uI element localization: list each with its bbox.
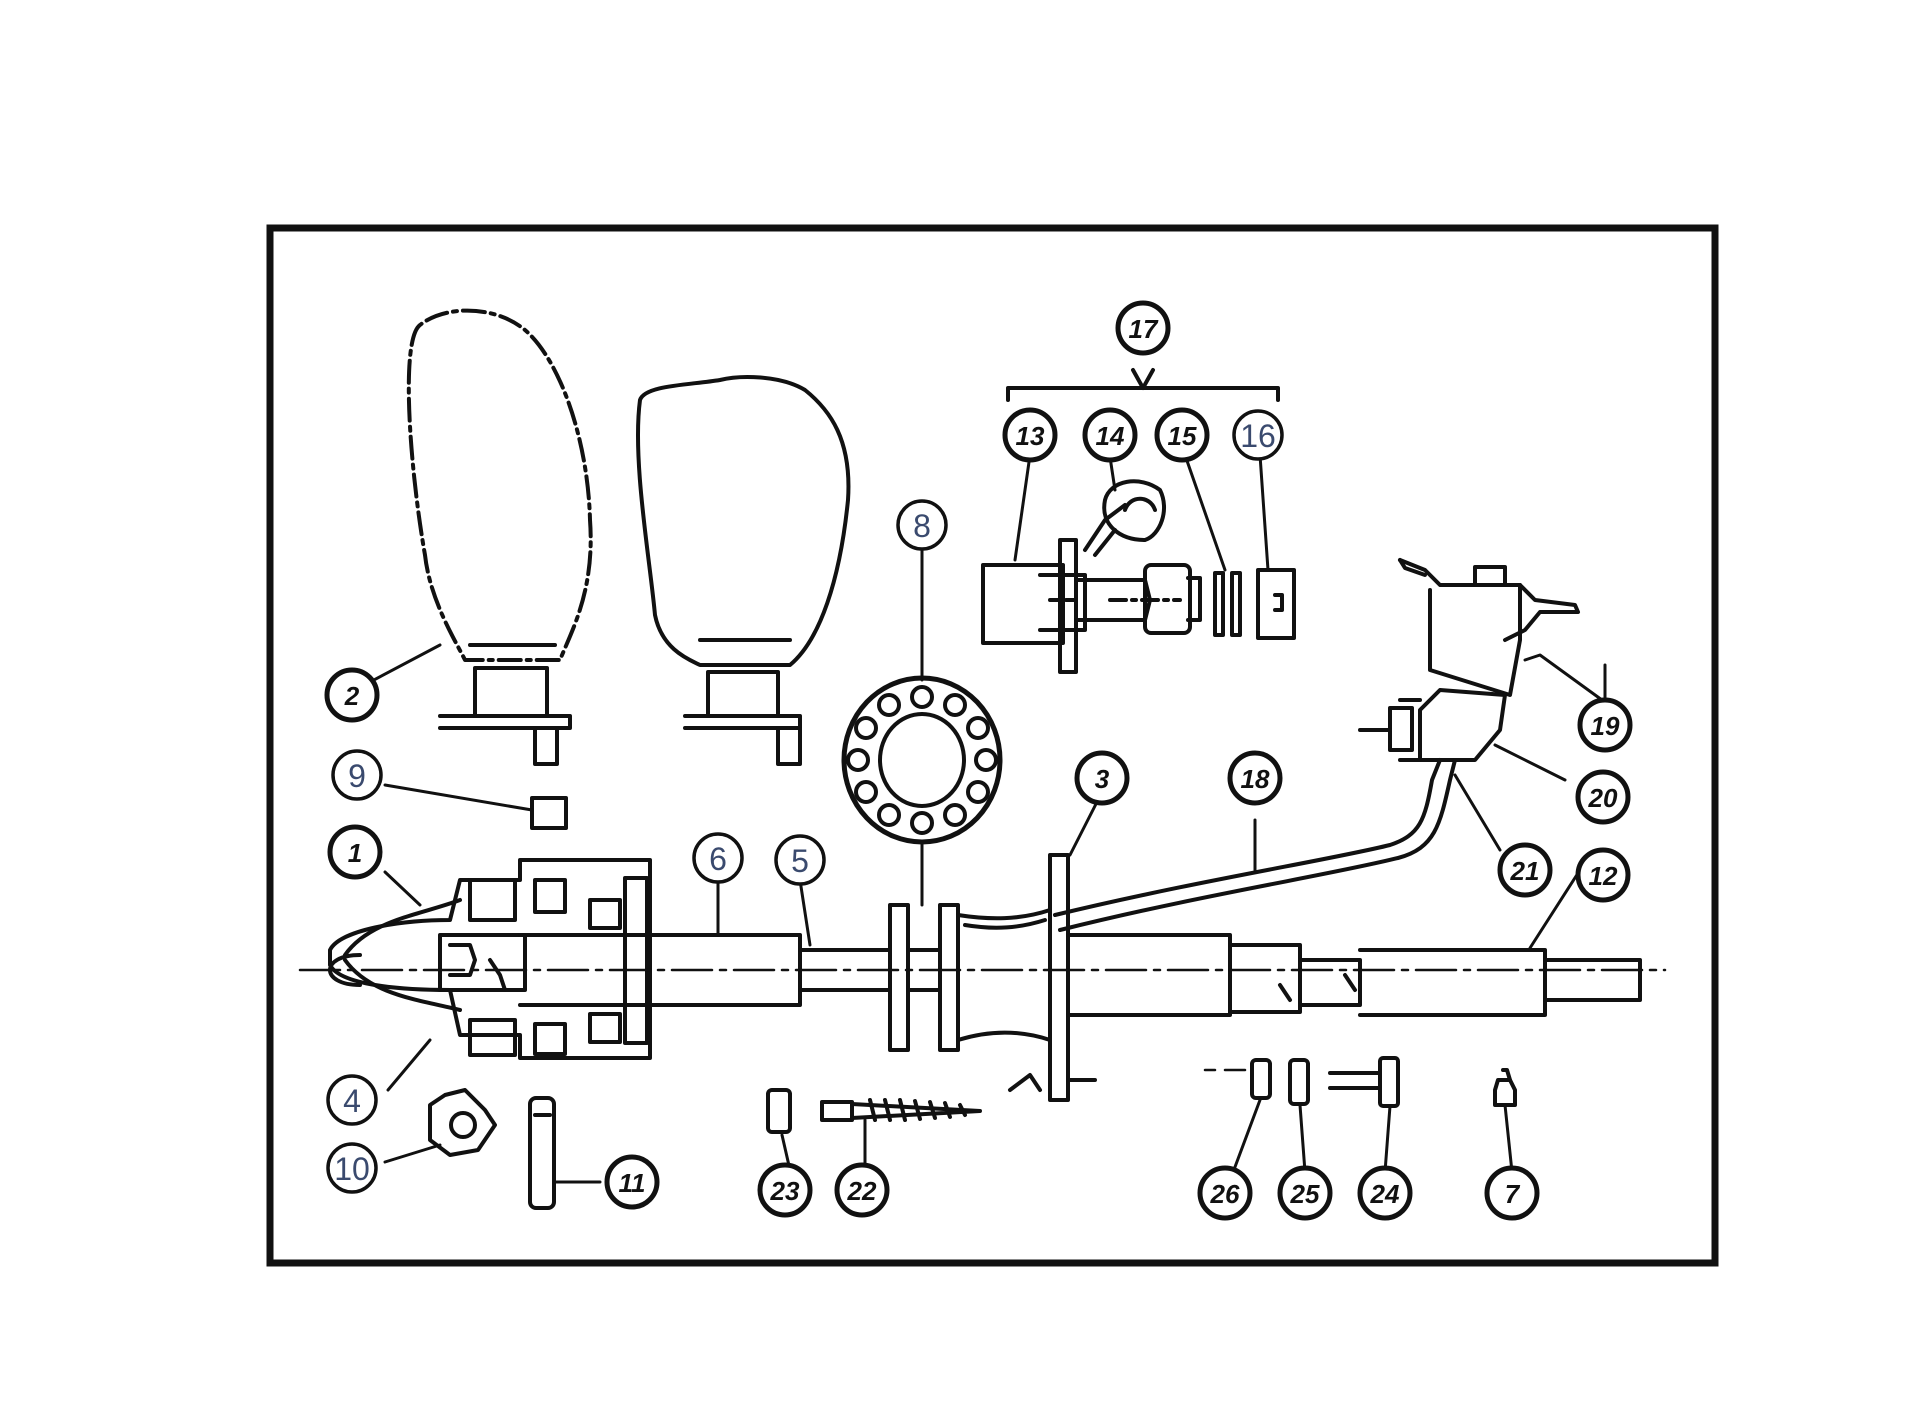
callout-5: 5 (774, 834, 826, 886)
callout-number: 23 (770, 1176, 800, 1206)
callout-circle (324, 667, 380, 723)
callout-number: 13 (1016, 421, 1045, 451)
callout-1: 1 (327, 824, 383, 880)
callout-number: 16 (1240, 418, 1276, 454)
part-24-26-bolt-set (1203, 1056, 1400, 1108)
callout-number: 25 (1290, 1179, 1320, 1209)
part-5-6-shaft (328, 853, 1642, 1102)
callout-number: 3 (1095, 764, 1110, 794)
callout-number: 1 (348, 838, 362, 868)
callout-circle (1227, 750, 1283, 806)
part-11-pin (528, 1096, 556, 1210)
callout-circle (1484, 1165, 1540, 1221)
part-7-nipple (1493, 1068, 1517, 1107)
callout-13: 13 (1002, 407, 1058, 463)
callout-22: 22 (834, 1162, 890, 1218)
callout-25: 25 (1277, 1165, 1333, 1221)
callout-circle (757, 1162, 813, 1218)
callout-number: 9 (348, 758, 366, 794)
callout-circle (692, 832, 744, 884)
callout-circle (1357, 1165, 1413, 1221)
callout-23: 23 (757, 1162, 813, 1218)
callout-7: 7 (1484, 1165, 1540, 1221)
callout-circle (1497, 842, 1553, 898)
callout-number: 19 (1591, 711, 1620, 741)
part-18-cable (1053, 758, 1442, 917)
callout-20: 20 (1575, 769, 1631, 825)
callout-number: 20 (1588, 783, 1618, 813)
callout-number: 17 (1129, 314, 1159, 344)
part-23-bushing (766, 1088, 792, 1134)
callout-number: 14 (1096, 421, 1125, 451)
callout-circle (896, 499, 948, 551)
part-17-bracket (1006, 368, 1280, 402)
callout-circle (326, 1142, 378, 1194)
callout-circle (774, 834, 826, 886)
callout-circle (1575, 847, 1631, 903)
callout-number: 24 (1370, 1179, 1400, 1209)
callout-number: 4 (343, 1083, 361, 1119)
callout-11: 11 (604, 1154, 660, 1210)
callout-14: 14 (1082, 407, 1138, 463)
callout-9: 9 (331, 749, 383, 801)
callout-18: 18 (1227, 750, 1283, 806)
callout-19: 19 (1577, 697, 1633, 753)
part-13-16-switch-assembly (981, 479, 1296, 674)
part-19-21-housing (1358, 558, 1580, 762)
callout-number: 2 (344, 681, 360, 711)
callout-circle (1154, 407, 1210, 463)
callout-number: 8 (913, 508, 931, 544)
part-1-housing (328, 858, 652, 1060)
callout-circle (1277, 1165, 1333, 1221)
callout-number: 7 (1505, 1179, 1521, 1209)
callout-circle (1115, 300, 1171, 356)
callout-16: 16 (1232, 409, 1284, 461)
callout-12: 12 (1575, 847, 1631, 903)
callout-circle (1197, 1165, 1253, 1221)
leader-lines (353, 453, 1607, 1184)
part-8-bearing (841, 675, 1003, 845)
callout-3: 3 (1074, 750, 1130, 806)
callout-circle (326, 1074, 378, 1126)
callout-circle (1074, 750, 1130, 806)
callout-number: 18 (1241, 764, 1270, 794)
callout-circle (1002, 407, 1058, 463)
callout-26: 26 (1197, 1165, 1253, 1221)
part-knob-solid (636, 375, 851, 766)
callout-17: 17 (1115, 300, 1171, 356)
callout-24: 24 (1357, 1165, 1413, 1221)
callout-circle (1577, 697, 1633, 753)
part-2-knob-outline (406, 308, 593, 766)
diagram-frame (266, 224, 1719, 1267)
callout-number: 26 (1210, 1179, 1240, 1209)
callout-number: 11 (619, 1168, 646, 1198)
callout-circle (834, 1162, 890, 1218)
callout-circle (331, 749, 383, 801)
callout-8: 8 (896, 499, 948, 551)
part-22-screw (820, 1098, 982, 1122)
part-9-nut (530, 796, 568, 830)
callout-number: 21 (1510, 856, 1540, 886)
callout-number: 22 (847, 1176, 877, 1206)
callout-number: 5 (791, 843, 809, 879)
callout-15: 15 (1154, 407, 1210, 463)
callout-number: 6 (709, 841, 727, 877)
callout-number: 15 (1168, 421, 1197, 451)
callout-circle (1082, 407, 1138, 463)
callout-number: 10 (334, 1151, 370, 1187)
callout-circle (1232, 409, 1284, 461)
callout-10: 10 (326, 1142, 378, 1194)
callout-21: 21 (1497, 842, 1553, 898)
callout-circle (1575, 769, 1631, 825)
callout-4: 4 (326, 1074, 378, 1126)
callout-circle (327, 824, 383, 880)
callout-circle (604, 1154, 660, 1210)
callout-2: 2 (324, 667, 380, 723)
callout-number: 12 (1589, 861, 1618, 891)
callout-6: 6 (692, 832, 744, 884)
